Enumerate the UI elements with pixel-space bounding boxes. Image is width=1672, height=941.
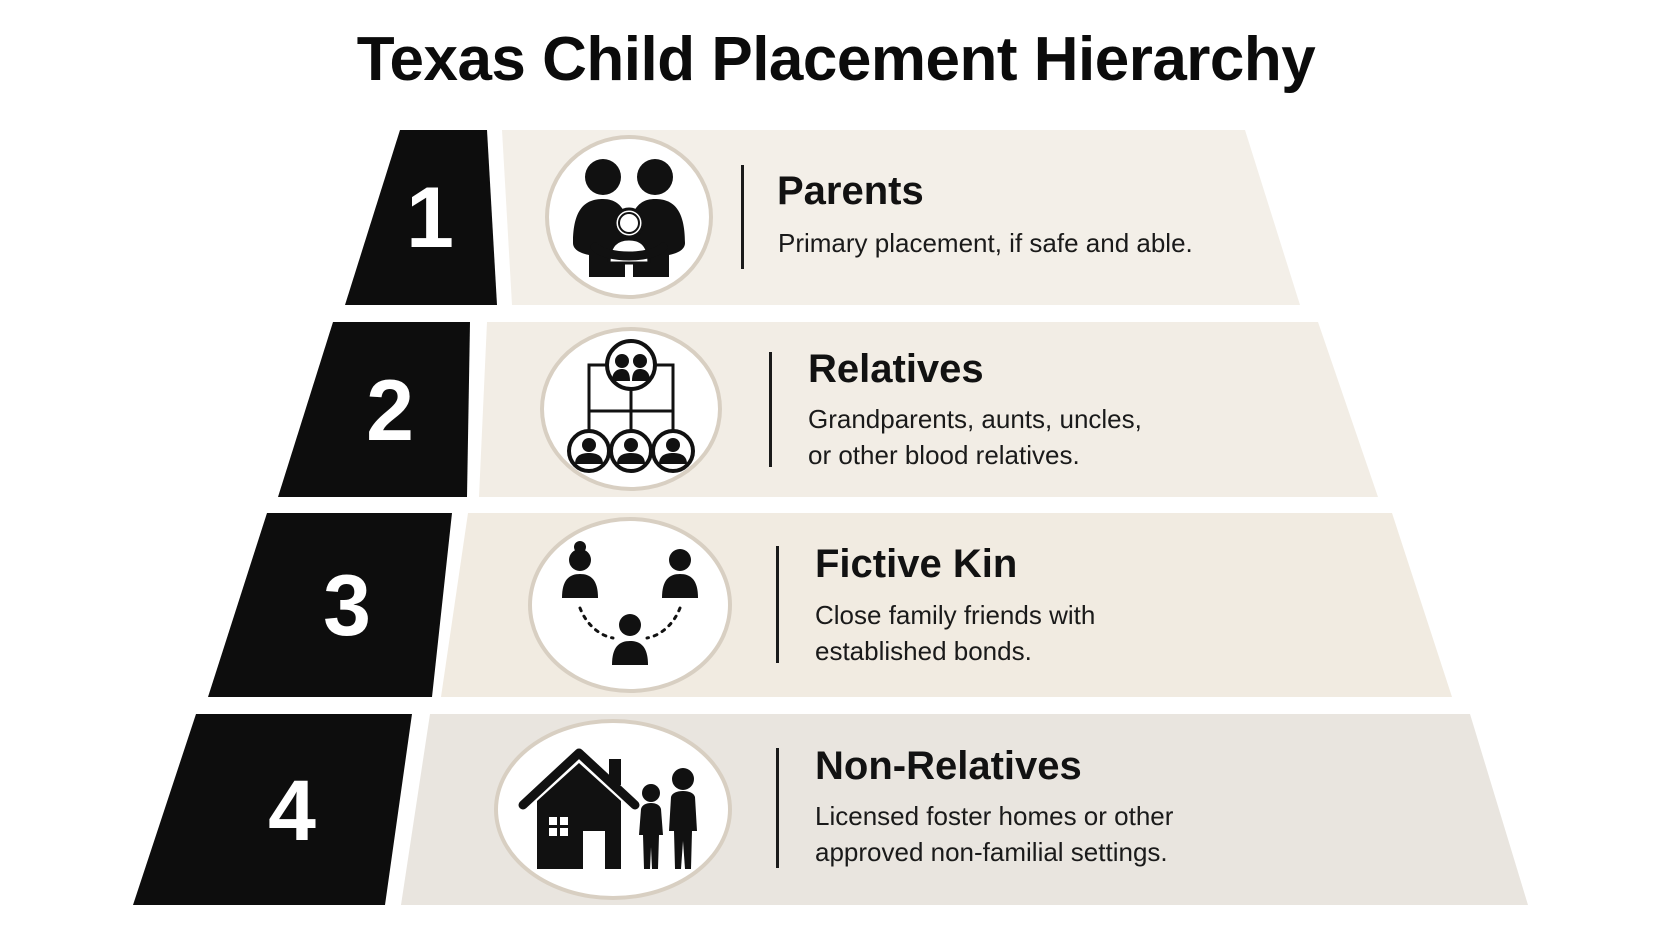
family-tree-icon — [567, 339, 695, 473]
tier-4-icon-circle — [494, 719, 732, 900]
tier-1-panel — [502, 130, 1300, 305]
tier-4-divider — [776, 748, 779, 868]
tier-3-desc-line-2: established bonds. — [815, 636, 1032, 666]
tier-4-description: Licensed foster homes or other approved … — [815, 798, 1173, 870]
tier-2-desc-line-2: or other blood relatives. — [808, 440, 1080, 470]
tier-1-icon-circle — [545, 135, 713, 299]
tier-4-desc-line-1: Licensed foster homes or other — [815, 801, 1174, 831]
tier-2-icon-circle — [540, 327, 722, 491]
tier-1-number: 1 — [406, 170, 454, 266]
house-and-caregivers-icon — [518, 748, 697, 869]
tier-3-divider — [776, 546, 779, 663]
tier-3-number-block — [208, 513, 452, 697]
tier-2-title: Relatives — [808, 347, 984, 391]
tier-1-desc-line-1: Primary placement, if safe and able. — [778, 228, 1193, 258]
tier-4-number: 4 — [268, 763, 316, 859]
tier-3-icon-circle — [528, 517, 732, 693]
tier-4-title: Non-Relatives — [815, 744, 1082, 788]
tier-2-number: 2 — [366, 363, 414, 459]
tier-4-number-block — [133, 714, 412, 905]
connected-friends-icon — [562, 541, 698, 665]
tier-4-desc-line-2: approved non-familial settings. — [815, 837, 1168, 867]
tier-2-number-block — [278, 322, 470, 497]
tier-3-title: Fictive Kin — [815, 542, 1018, 586]
tier-3-description: Close family friends with established bo… — [815, 597, 1095, 669]
page-title: Texas Child Placement Hierarchy — [356, 25, 1316, 94]
tier-3-desc-line-1: Close family friends with — [815, 600, 1096, 630]
tier-2-divider — [769, 352, 772, 467]
parents-embracing-child-icon — [573, 159, 685, 277]
tier-3-number: 3 — [323, 558, 371, 654]
tier-2-description: Grandparents, aunts, uncles, or other bl… — [808, 401, 1142, 473]
tier-1-description: Primary placement, if safe and able. — [778, 225, 1193, 261]
tier-1-title: Parents — [777, 169, 924, 213]
tier-2-desc-line-1: Grandparents, aunts, uncles, — [808, 404, 1142, 434]
tier-1-divider — [741, 165, 744, 269]
tier-1-number-block — [345, 130, 497, 305]
